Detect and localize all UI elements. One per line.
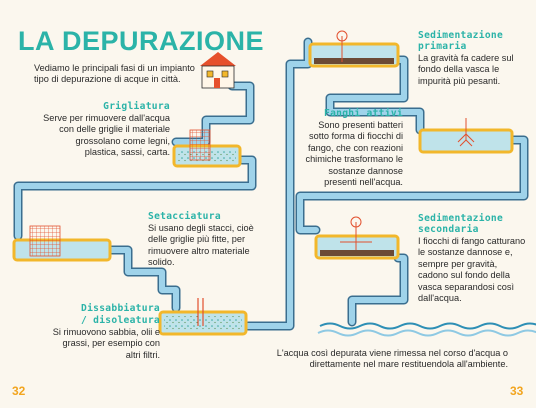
heading-dissabbiatura-line2: / disoleatura — [81, 315, 160, 326]
pipe-network — [13, 37, 529, 331]
tank-dissabbiatura — [158, 298, 248, 336]
conclusion-text: L'acqua così depurata viene rimessa nel … — [276, 348, 508, 370]
text-grigliatura: Serve per rimuovere dall'acqua con delle… — [43, 113, 170, 158]
page-number-right: 33 — [510, 384, 524, 398]
text-primaria: La gravità fa cadere sul fondo della vas… — [418, 53, 514, 86]
heading-primaria-line2: primaria — [418, 41, 467, 52]
page-number-left: 32 — [12, 384, 26, 398]
heading-fanghi: Fanghi attivi — [324, 108, 403, 119]
heading-secondaria-line2: secondaria — [418, 224, 479, 235]
text-setacciatura: Si usano degli stacci, cioè delle grigli… — [148, 223, 254, 268]
heading-setacciatura: Setacciatura — [148, 211, 221, 222]
page-title: LA DEPURAZIONE — [18, 26, 265, 56]
tank-grigliatura — [172, 129, 242, 168]
intro-text: Vediamo le principali fasi di un impiant… — [34, 63, 195, 85]
heading-grigliatura: Grigliatura — [103, 101, 170, 112]
heading-dissabbiatura-line1: Dissabbiatura — [81, 303, 160, 314]
tank-setacciatura — [12, 225, 112, 262]
heading-primaria-line1: Sedimentazione — [418, 30, 504, 41]
text-dissabbiatura: Si rimuovono sabbia, olii e grassi, per … — [52, 327, 160, 360]
tank-secondaria — [314, 216, 400, 260]
text-fanghi: Sono presenti batteri sotto forma di fio… — [305, 120, 403, 188]
house-illustration — [200, 52, 236, 89]
tank-fanghi — [418, 118, 514, 154]
text-secondaria: I fiocchi di fango catturano le sostanze… — [418, 236, 526, 304]
tank-primaria — [308, 30, 400, 68]
heading-secondaria-line1: Sedimentazione — [418, 213, 504, 224]
water-outflow — [317, 322, 536, 337]
